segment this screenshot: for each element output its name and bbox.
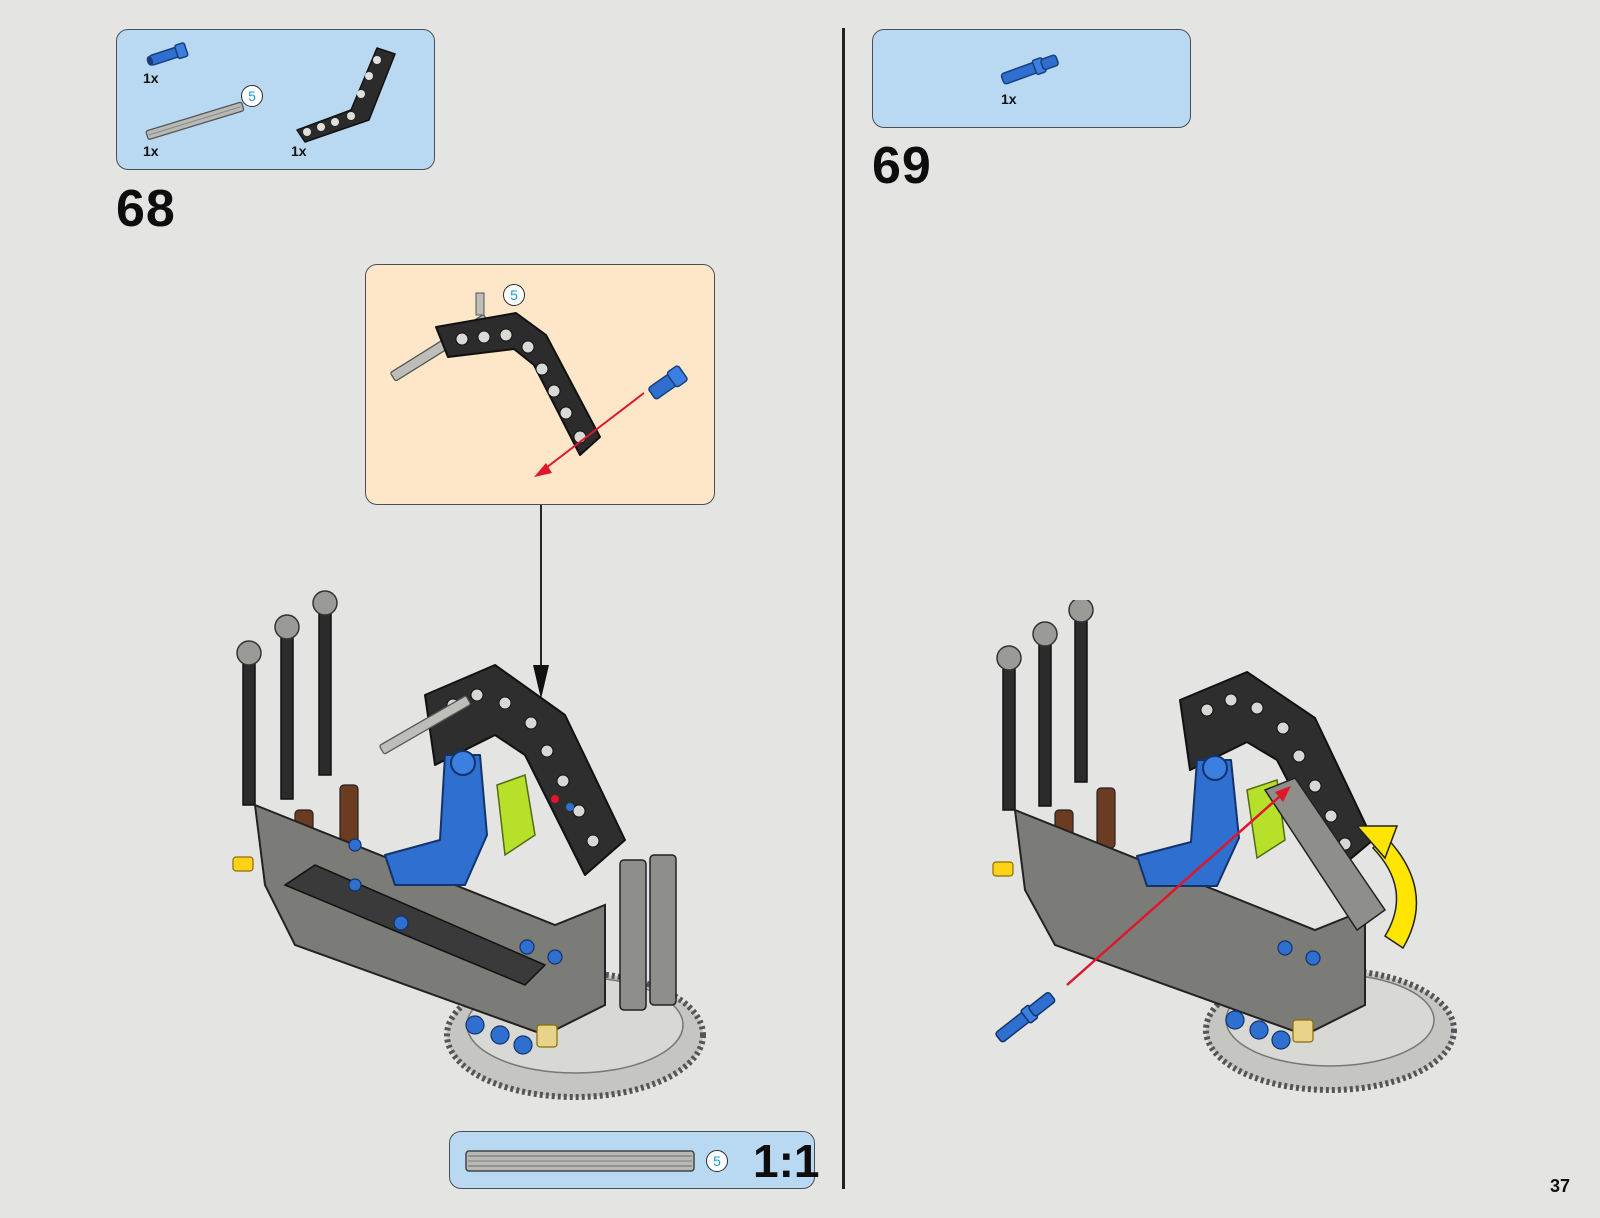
page-divider [842,28,845,1189]
page-number: 37 [1550,1176,1570,1197]
axle-scale-icon [464,1147,696,1175]
bent-beam-part-icon [289,38,409,143]
subassembly-illustration [366,265,716,506]
subassembly-length-badge: 5 [503,284,525,306]
qty-long-pin: 1x [1001,91,1017,107]
scale-length-badge: 5 [706,1150,728,1172]
parts-list-step-68: 1x 5 1x 1x [116,29,435,170]
scale-reference-box: 5 1:1 [449,1131,815,1189]
qty-axle: 1x [143,143,159,159]
model-illustration-step-68 [225,585,725,1110]
subassembly-callout-step-68: 5 [365,264,715,505]
qty-beam: 1x [291,143,307,159]
qty-pin: 1x [143,70,159,86]
scale-ratio: 1:1 [753,1138,819,1184]
length-badge: 5 [241,85,263,107]
parts-list-step-69: 1x [872,29,1191,128]
model-illustration-step-69 [985,600,1485,1110]
step-number-69: 69 [872,140,932,192]
grey-axle-part-icon [141,100,251,142]
step-number-68: 68 [116,183,176,235]
blue-long-pin-part-icon [997,50,1063,90]
blue-pin-part-icon [143,40,193,70]
